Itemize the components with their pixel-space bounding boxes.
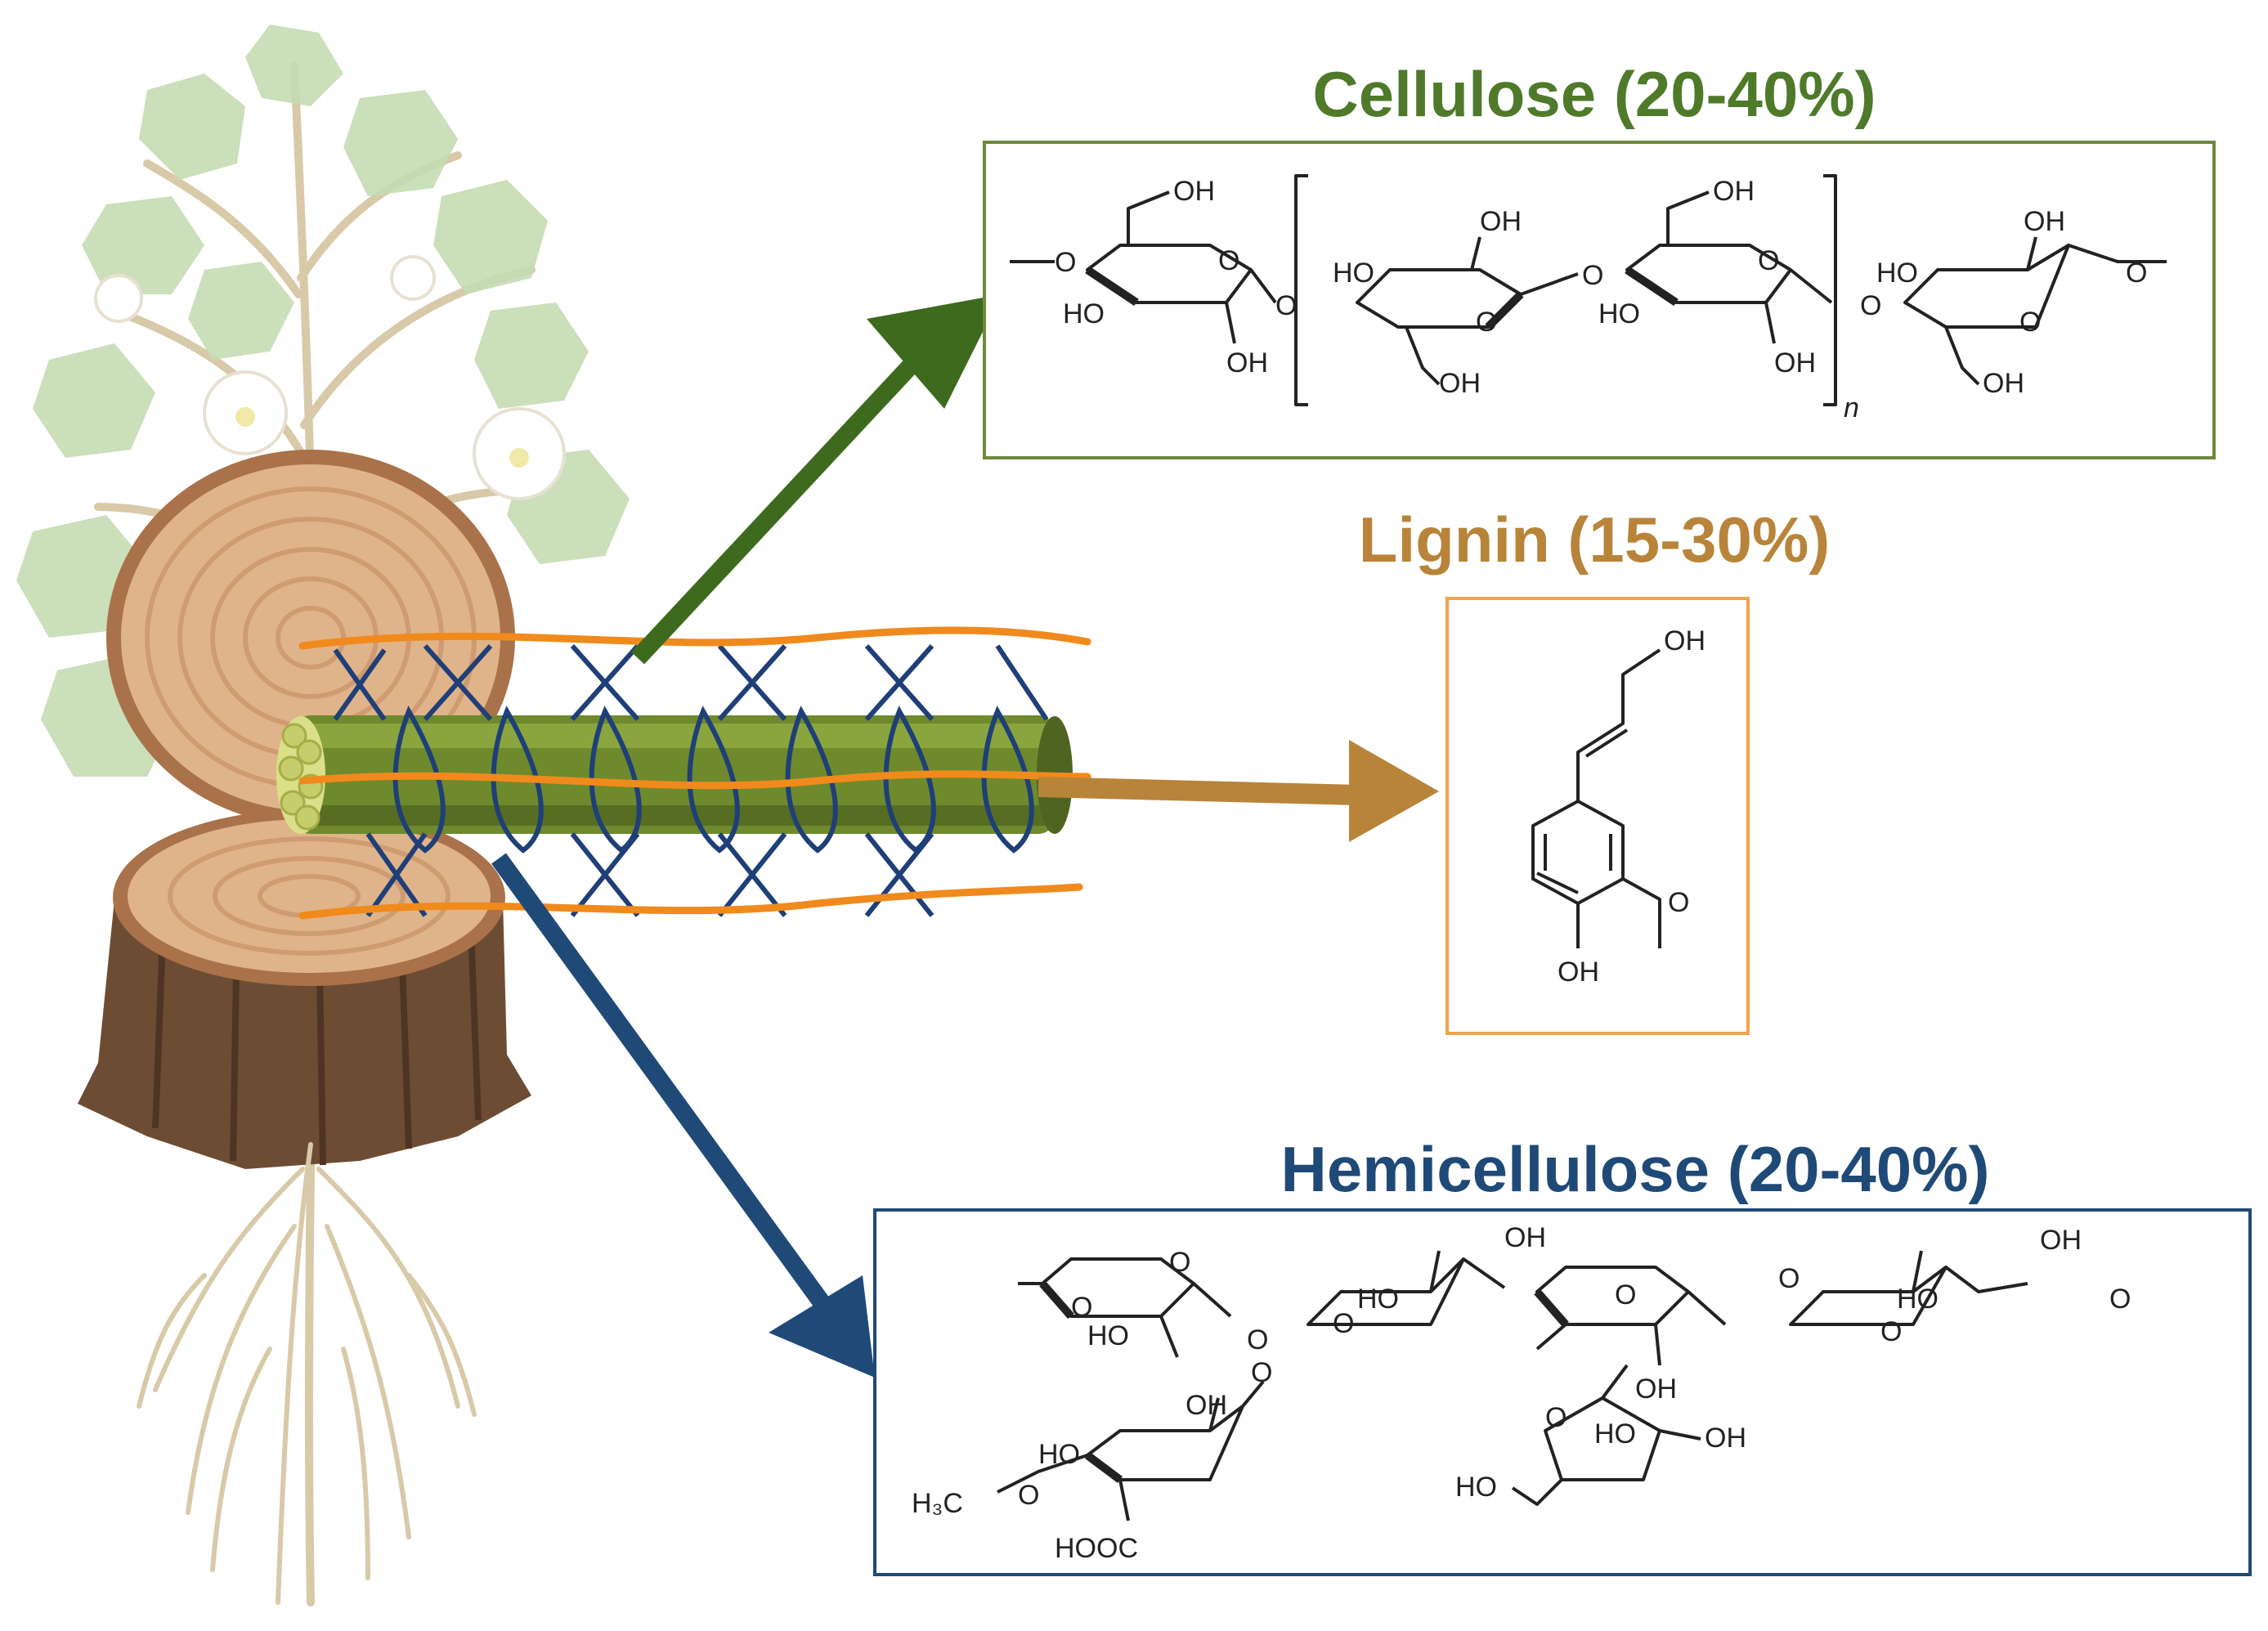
tree-stump — [78, 809, 531, 1169]
hemicellulose-title: Hemicellulose (20-40%) — [1280, 1133, 1990, 1205]
atom-label: HO — [1333, 258, 1374, 289]
atom-label: O — [1860, 290, 1881, 321]
atom-label: HO — [1063, 298, 1105, 329]
atom-label: O — [1218, 245, 1239, 276]
hemicellulose-network — [333, 644, 1049, 917]
atom-label: HO — [1594, 1418, 1636, 1450]
atom-label: OH — [1504, 1222, 1546, 1253]
atom-label: HO — [1087, 1320, 1129, 1351]
atom-label: OH — [1480, 206, 1522, 237]
arrow-to-cellulose — [630, 294, 1002, 665]
atom-label: HO — [1598, 298, 1640, 329]
atom-label: OH — [2024, 206, 2065, 237]
atom-label: O — [1071, 1292, 1092, 1323]
atom-label: HO — [1038, 1439, 1080, 1470]
atom-label: OH — [1983, 368, 2024, 399]
atom-label: OH — [1173, 176, 1215, 207]
atom-label: H₃C — [912, 1488, 963, 1519]
atom-label: O — [1018, 1480, 1039, 1511]
atom-label: O — [1880, 1316, 1902, 1347]
atom-label: OH — [1774, 347, 1816, 379]
atom-label: O — [1251, 1357, 1272, 1388]
atom-label: OH — [1664, 625, 1705, 656]
leaf — [139, 74, 245, 180]
atom-label: O — [2019, 307, 2041, 338]
cellulose-title: Cellulose (20-40%) — [1312, 58, 1876, 130]
leaf — [33, 343, 155, 458]
lignin-title: Lignin (15-30%) — [1358, 504, 1831, 576]
lignin-structure-box — [1446, 597, 1750, 1035]
leaf — [474, 302, 589, 409]
atom-label: O — [2126, 258, 2147, 289]
leaf — [245, 25, 343, 106]
atom-label: O — [2109, 1284, 2131, 1315]
atom-label: O — [1169, 1247, 1190, 1278]
cotton-boll — [390, 255, 436, 301]
atom-label: OH — [1186, 1390, 1227, 1421]
arrow-to-hemicellulose — [491, 853, 875, 1378]
leaf — [82, 196, 204, 294]
atom-label: O — [1476, 307, 1497, 338]
plant-roots — [137, 1142, 477, 1605]
atom-label: OH — [1713, 176, 1755, 207]
atom-label: OH — [1558, 957, 1599, 988]
atom-label: OH — [1226, 347, 1268, 379]
atom-label: O — [1615, 1279, 1636, 1311]
atom-label: O — [1275, 290, 1297, 321]
cellulose-structure-box — [983, 141, 2216, 459]
atom-label: HO — [1455, 1472, 1497, 1503]
atom-label: O — [1333, 1308, 1354, 1339]
atom-label: OH — [2040, 1225, 2082, 1256]
leaf — [343, 90, 458, 196]
atom-label: O — [1055, 247, 1076, 278]
cotton-boll — [94, 274, 143, 323]
atom-label: O — [1778, 1263, 1800, 1294]
atom-label: O — [1545, 1402, 1567, 1433]
atom-label: HO — [1897, 1284, 1939, 1315]
atom-label: O — [1247, 1324, 1268, 1355]
atom-label: OH — [1439, 368, 1481, 399]
atom-label: O — [1582, 260, 1603, 291]
leaf — [188, 262, 294, 360]
lignin-strands — [298, 626, 1091, 920]
arrow-to-lignin — [1038, 740, 1439, 842]
atom-label: n — [1844, 392, 1859, 423]
atom-label: HO — [1357, 1284, 1399, 1315]
leaf — [433, 180, 548, 294]
atom-label: O — [1668, 887, 1689, 918]
atom-label: OH — [1705, 1423, 1746, 1454]
atom-label: OH — [1635, 1373, 1677, 1405]
atom-label: HOOC — [1055, 1533, 1138, 1564]
atom-label: HO — [1876, 258, 1918, 289]
atom-label: O — [1758, 245, 1779, 276]
